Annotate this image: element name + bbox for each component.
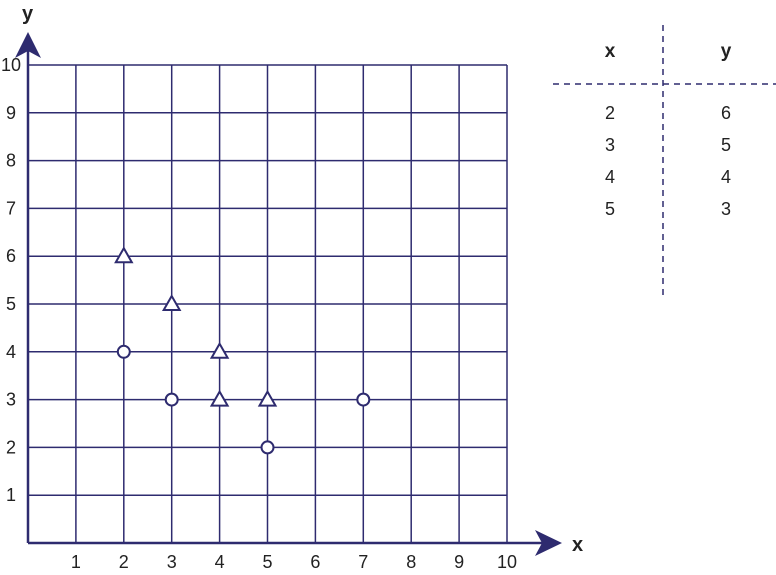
y-axis-arrow-icon (15, 32, 41, 58)
y-tick-label: 6 (6, 246, 16, 266)
y-tick-label: 1 (6, 485, 16, 505)
triangle-point (114, 246, 134, 264)
table-cell-y: 5 (721, 135, 731, 155)
table-cell-y: 4 (721, 167, 731, 187)
y-tick-label: 7 (6, 198, 16, 218)
y-tick-label: 9 (6, 103, 16, 123)
x-tick-label: 8 (406, 552, 416, 572)
table-cell-x: 2 (605, 103, 615, 123)
x-tick-label: 3 (167, 552, 177, 572)
table-header-x: x (605, 41, 616, 62)
triangle-point (257, 389, 278, 407)
x-tick-label: 9 (454, 552, 464, 572)
table-cell-y: 6 (721, 103, 731, 123)
table-cell-y: 3 (721, 199, 731, 219)
circle-point (164, 392, 179, 407)
x-tick-labels: 1 2 3 4 5 6 7 8 9 10 (71, 552, 517, 572)
x-tick-label: 4 (215, 552, 225, 572)
y-axis-label: y (22, 3, 34, 25)
table-cell-x: 3 (605, 135, 615, 155)
x-tick-label: 6 (310, 552, 320, 572)
value-table: x y 2 6 3 5 4 4 5 3 (553, 25, 776, 300)
triangle-point (161, 293, 182, 311)
y-tick-label: 4 (6, 342, 16, 362)
y-tick-label: 8 (6, 151, 16, 171)
circle-point (260, 440, 275, 455)
axes: x y (15, 3, 583, 556)
table-rows: 2 6 3 5 4 4 5 3 (605, 103, 731, 219)
x-tick-label: 2 (119, 552, 129, 572)
y-tick-labels: 1 2 3 4 5 6 7 8 9 10 (1, 55, 21, 505)
table-cell-x: 5 (605, 199, 615, 219)
y-tick-label: 5 (6, 294, 16, 314)
y-tick-label: 3 (6, 390, 16, 410)
y-tick-label: 2 (6, 437, 16, 457)
triangle-point (209, 389, 230, 407)
x-axis-label: x (572, 534, 583, 556)
x-axis-arrow-icon (535, 530, 562, 556)
x-tick-label: 5 (262, 552, 272, 572)
table-header-y: y (721, 41, 732, 62)
table-cell-x: 4 (605, 167, 615, 187)
y-tick-label: 10 (1, 55, 21, 75)
grid (28, 64, 508, 543)
circle-point (116, 344, 131, 359)
data-points (114, 246, 371, 455)
x-tick-label: 7 (358, 552, 368, 572)
circle-point (356, 392, 371, 407)
x-tick-label: 1 (71, 552, 81, 572)
x-tick-label: 10 (497, 552, 517, 572)
triangle-point (209, 341, 230, 359)
